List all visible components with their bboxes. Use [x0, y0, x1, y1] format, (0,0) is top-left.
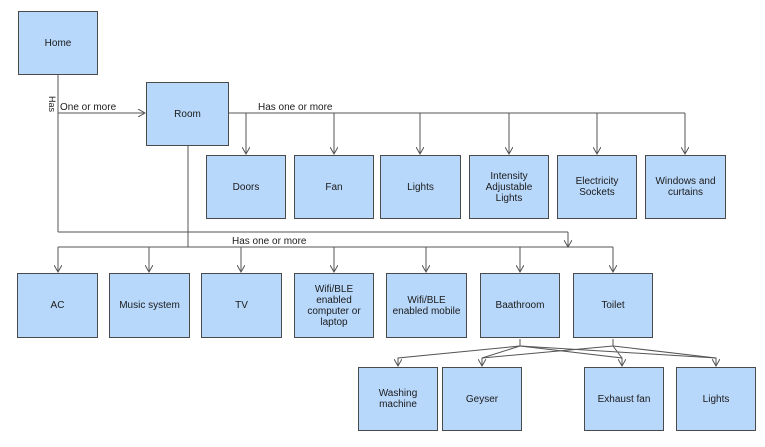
edge-label-room-fixtures: Has one or more	[258, 102, 333, 113]
edge-toilet-lights	[612, 345, 717, 359]
node-lights-toilet[interactable]: Lights	[676, 367, 756, 431]
edge-label-home-room: One or more	[60, 102, 117, 113]
edge-label-home-room-vertical: Has	[47, 96, 57, 113]
node-wifi-mobile[interactable]: Wifi/BLE enabled mobile	[386, 273, 467, 338]
node-music-system[interactable]: Music system	[109, 273, 190, 338]
edge-bathroom-washing	[398, 339, 521, 366]
edge-toilet-exhaust	[612, 339, 623, 359]
node-bathroom[interactable]: Baathroom	[480, 273, 560, 338]
node-room[interactable]: Room	[146, 82, 229, 146]
node-fan[interactable]: Fan	[294, 155, 374, 219]
node-washing-machine[interactable]: Washing machine	[358, 367, 438, 431]
edge-toilet-geyser	[481, 345, 614, 359]
node-intensity-lights[interactable]: Intensity Adjustable Lights	[469, 155, 549, 219]
node-wifi-computer[interactable]: Wifi/BLE enabled computer or laptop	[294, 273, 374, 338]
node-geyser[interactable]: Geyser	[442, 367, 522, 431]
node-ac[interactable]: AC	[17, 273, 98, 338]
edge-label-room-devices: Has one or more	[232, 236, 307, 247]
node-tv[interactable]: TV	[201, 273, 282, 338]
node-home[interactable]: Home	[18, 11, 98, 75]
node-lights-room[interactable]: Lights	[380, 155, 461, 219]
node-exhaust-fan[interactable]: Exhaust fan	[584, 367, 664, 431]
node-toilet[interactable]: Toilet	[573, 273, 653, 338]
node-doors[interactable]: Doors	[206, 155, 286, 219]
node-windows-curtains[interactable]: Windows and curtains	[645, 155, 726, 219]
node-electricity-sockets[interactable]: Electricity Sockets	[557, 155, 637, 219]
